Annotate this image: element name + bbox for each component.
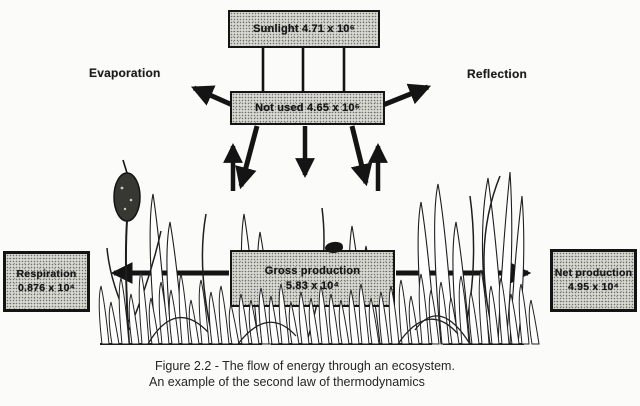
caption-line-1: Figure 2.2 - The flow of energy through … [155, 359, 455, 373]
absorbed-down-arrow-right [349, 125, 373, 187]
caption-line-2: An example of the second law of thermody… [149, 375, 425, 390]
gross-production-label: Gross production [264, 265, 361, 278]
not-used-box: Not used 4.65 x 10⁶ [230, 91, 385, 125]
gross-production-box: Gross production 5.83 x 10⁴ [230, 250, 395, 307]
reflection-arrow [377, 83, 432, 110]
respiration-label: Respiration [16, 267, 77, 280]
sunlight-box: Sunlight 4.71 x 10⁶ [228, 10, 380, 48]
sunlight-label: Sunlight 4.71 x 10⁶ [253, 22, 355, 35]
evaporation-label: Evaporation [89, 66, 161, 80]
absorbed-down-arrow-left [235, 125, 260, 190]
sunlight-to-notused-connectors [261, 48, 346, 91]
figure-caption: Figure 2.2 - The flow of energy through … [149, 358, 549, 391]
not-used-label: Not used 4.65 x 10⁶ [255, 101, 360, 114]
gross-production-value: 5.83 x 10⁴ [285, 279, 340, 292]
respiration-box: Respiration 0.876 x 10⁴ [3, 251, 90, 312]
net-production-label: Net production [554, 266, 633, 279]
net-production-value: 4.95 x 10⁴ [568, 280, 619, 293]
reflection-label: Reflection [467, 67, 528, 81]
respiration-value: 0.876 x 10⁴ [17, 281, 76, 294]
net-production-box: Net production 4.95 x 10⁴ [550, 249, 637, 312]
